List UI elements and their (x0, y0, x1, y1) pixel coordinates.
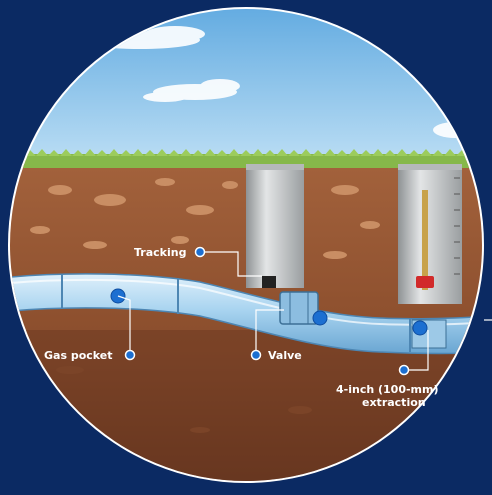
valve-marker (312, 310, 328, 326)
shaft-ladder-marks (454, 177, 460, 275)
valve-body (279, 291, 319, 325)
callout-dots (124, 246, 410, 376)
callout-lines (117, 251, 492, 371)
rocks (30, 178, 380, 433)
extraction-label-line2: extraction (362, 396, 426, 409)
valve-label: Valve (268, 349, 302, 362)
extraction-valve-wheel (416, 276, 434, 288)
tracking-device (262, 276, 276, 288)
grass (10, 154, 482, 168)
tracking-label: Tracking (134, 246, 186, 259)
extraction-marker (412, 320, 428, 336)
tracking-dot (194, 246, 206, 258)
pipe-joints (61, 274, 411, 352)
extraction-dot (398, 364, 410, 376)
sky (10, 9, 482, 170)
valve-dot (250, 349, 262, 361)
extraction-label-line1: 4-inch (100-mm) (336, 383, 439, 396)
gas-pocket-label: Gas pocket (44, 349, 113, 362)
tracking-shaft (246, 164, 304, 288)
extraction-standpipe (422, 190, 428, 290)
gas-pocket-dot (124, 349, 136, 361)
grass-blades (10, 149, 482, 156)
